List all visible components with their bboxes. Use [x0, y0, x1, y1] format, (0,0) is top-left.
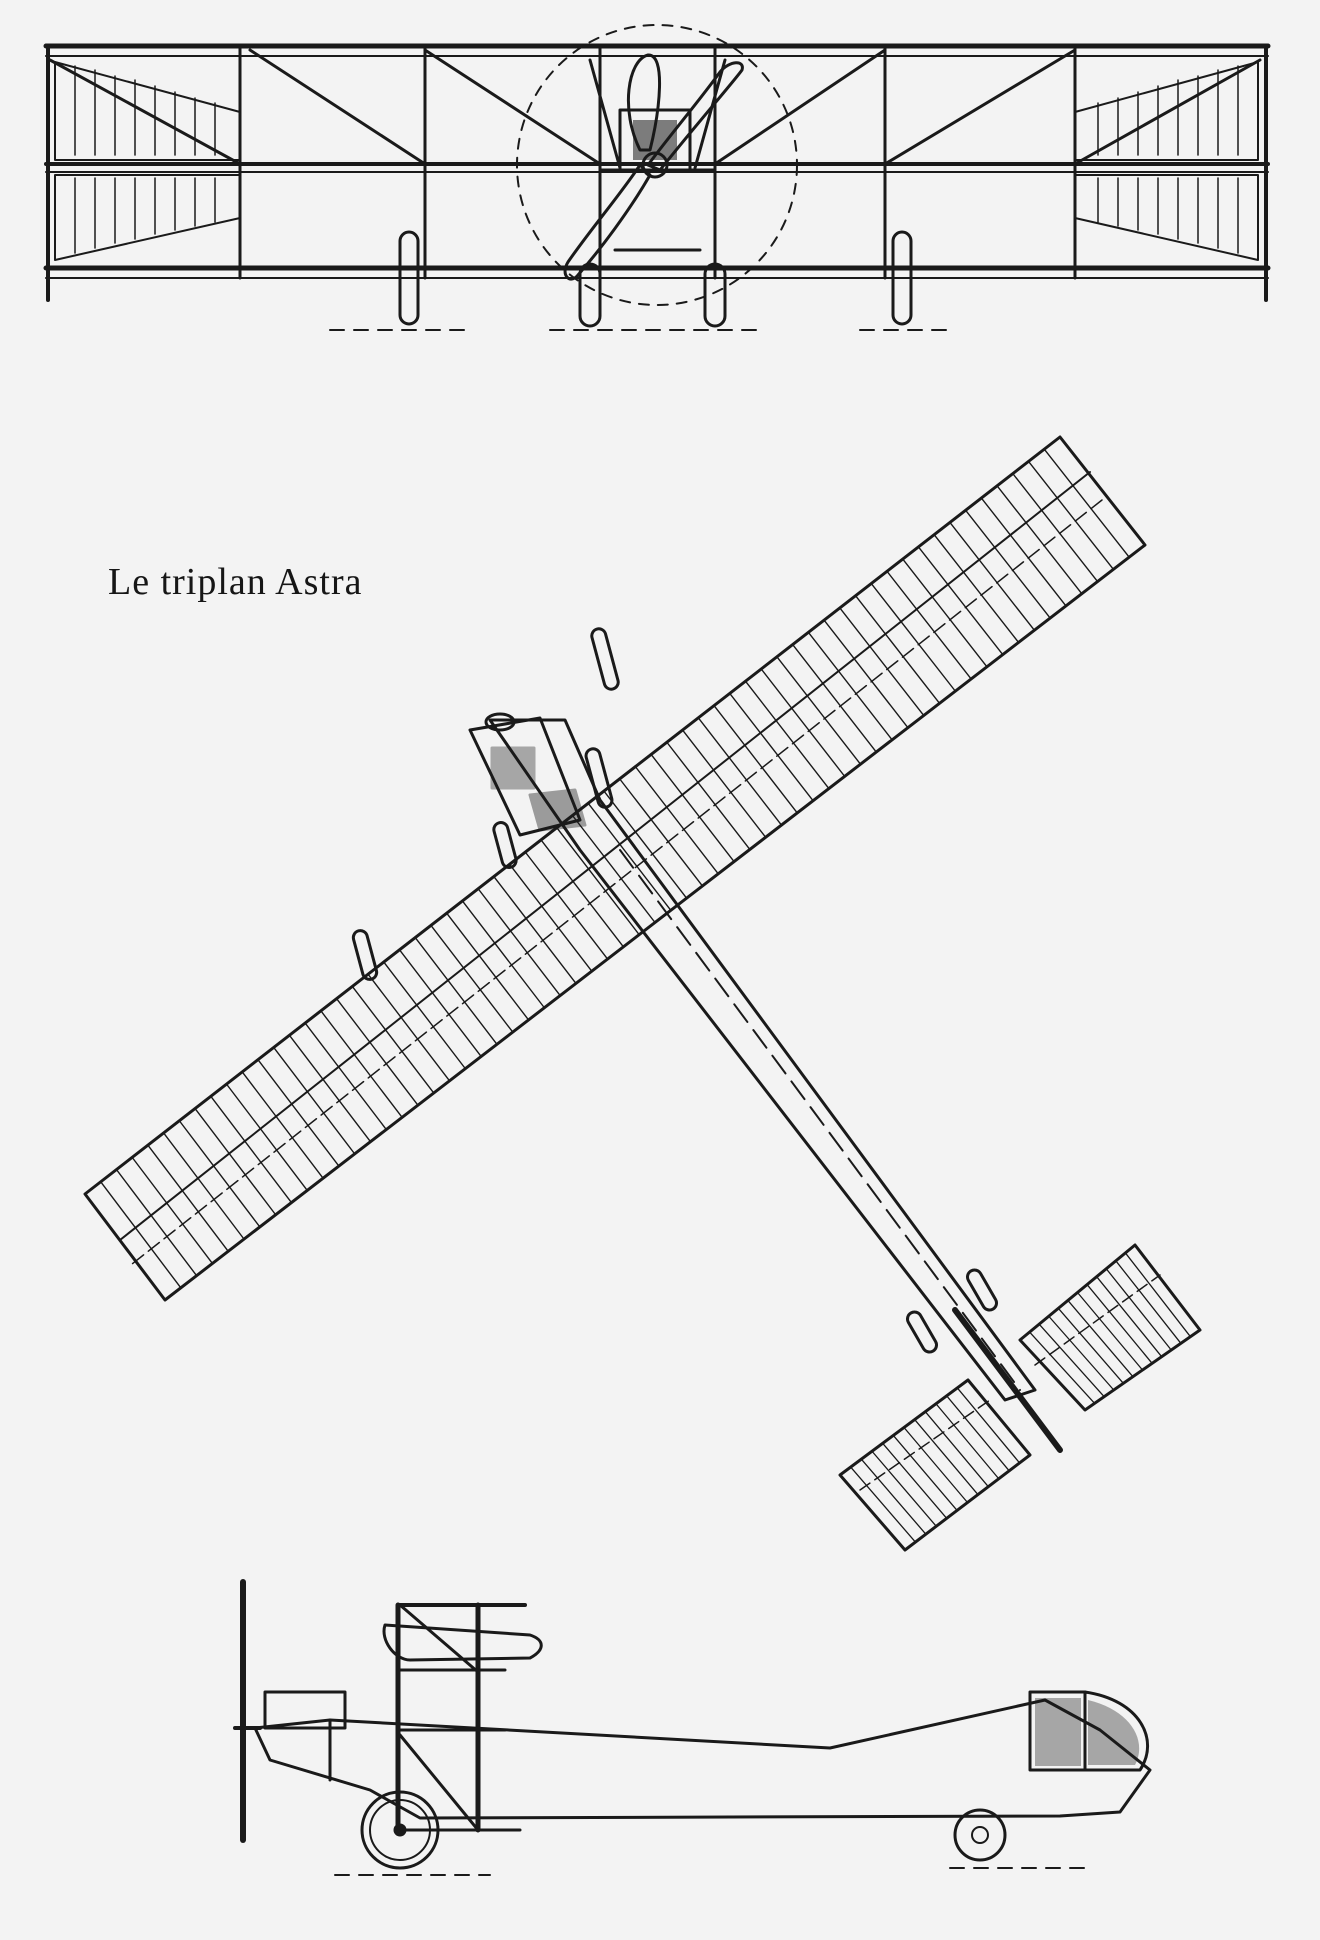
tail-rib: [924, 1411, 989, 1488]
tail-rib: [1105, 1268, 1172, 1351]
tail-rib: [1038, 1323, 1105, 1398]
wing-rib: [634, 765, 719, 875]
wing-rib: [854, 595, 941, 705]
wing-rib: [744, 680, 830, 790]
wing-rib: [508, 863, 593, 972]
wing-rib: [1012, 472, 1099, 583]
tail-rib: [850, 1466, 917, 1543]
tail-rib: [871, 1450, 937, 1527]
wing-rib: [776, 656, 862, 765]
wing-rib: [839, 607, 925, 717]
tail-rib: [1048, 1315, 1115, 1391]
wing-rib: [367, 973, 451, 1082]
wing-rib: [697, 717, 783, 826]
wing-rib: [162, 1132, 245, 1240]
wing-rib: [461, 900, 546, 1009]
wing-rib: [241, 1071, 324, 1179]
tail-rib: [1096, 1276, 1163, 1358]
wing-rib: [320, 1010, 403, 1119]
wing-rib: [571, 814, 656, 924]
tail-rib: [1124, 1252, 1192, 1338]
wing-rib: [1027, 460, 1115, 571]
wing-rib: [225, 1083, 308, 1192]
wing-rib: [587, 802, 672, 912]
wing-rib: [304, 1022, 387, 1131]
wing-rib: [414, 936, 498, 1045]
tail-rib: [956, 1387, 1021, 1464]
wing-rib: [524, 851, 609, 960]
wing-rib: [917, 546, 1004, 656]
wing-rib: [902, 558, 988, 668]
wing-rib: [430, 924, 514, 1033]
wing-rib: [398, 949, 482, 1058]
tail-rib: [946, 1395, 1010, 1472]
wing-rib: [933, 533, 1020, 644]
tail-rib: [1086, 1283, 1153, 1364]
wing-rib: [273, 1046, 356, 1155]
wing-rib: [791, 643, 877, 753]
wing-rib: [445, 912, 530, 1021]
wing-rib: [288, 1034, 372, 1143]
wing-rib: [178, 1120, 261, 1228]
wing-rib: [194, 1107, 277, 1216]
wing-rib: [949, 521, 1036, 631]
tail-rib: [935, 1403, 1000, 1480]
tail-rib: [1028, 1331, 1096, 1404]
tail-rib: [882, 1442, 948, 1519]
wing-rib: [351, 985, 435, 1094]
wing-rib: [603, 790, 688, 899]
wing-rib: [493, 875, 577, 985]
wing-rib: [713, 704, 798, 814]
wing-rib: [996, 485, 1083, 595]
wing-rib: [618, 778, 704, 887]
tail-rib: [1057, 1307, 1124, 1384]
side-view-drawing: [233, 1579, 1152, 1876]
wing-rib: [210, 1095, 293, 1204]
tail-rib: [1076, 1291, 1144, 1371]
tail-rib: [1067, 1299, 1134, 1378]
tail-rib: [914, 1418, 979, 1496]
wing-rib: [1043, 448, 1130, 558]
figure-caption: Le triplan Astra: [108, 561, 363, 603]
wing-rib: [886, 570, 972, 680]
wing-rib: [131, 1156, 214, 1265]
wing-rib: [650, 753, 735, 863]
wing-rib: [147, 1144, 229, 1252]
wing-rib: [760, 668, 846, 778]
wing-rib: [666, 741, 751, 851]
wing-rib: [257, 1058, 340, 1167]
wing-rib: [729, 692, 814, 802]
wing-rib: [807, 631, 893, 741]
wing-rib: [870, 582, 957, 692]
tail-rib: [1115, 1260, 1182, 1344]
tail-rib: [860, 1458, 927, 1535]
wing-rib: [383, 961, 467, 1070]
wing-rib: [477, 888, 561, 997]
plan-view-drawing: [83, 435, 1202, 1552]
tail-rib: [903, 1426, 969, 1504]
wing-rib: [335, 997, 419, 1106]
wing-rib: [115, 1168, 198, 1277]
wing-rib: [556, 827, 640, 936]
front-view-drawing: [43, 24, 1271, 331]
tail-rib: [892, 1434, 958, 1512]
wing-rib: [823, 619, 909, 729]
wing-rib: [100, 1181, 182, 1289]
wing-rib: [681, 729, 767, 838]
wing-rib: [964, 509, 1051, 619]
wing-rib: [980, 497, 1067, 607]
wing-rib: [540, 839, 625, 948]
